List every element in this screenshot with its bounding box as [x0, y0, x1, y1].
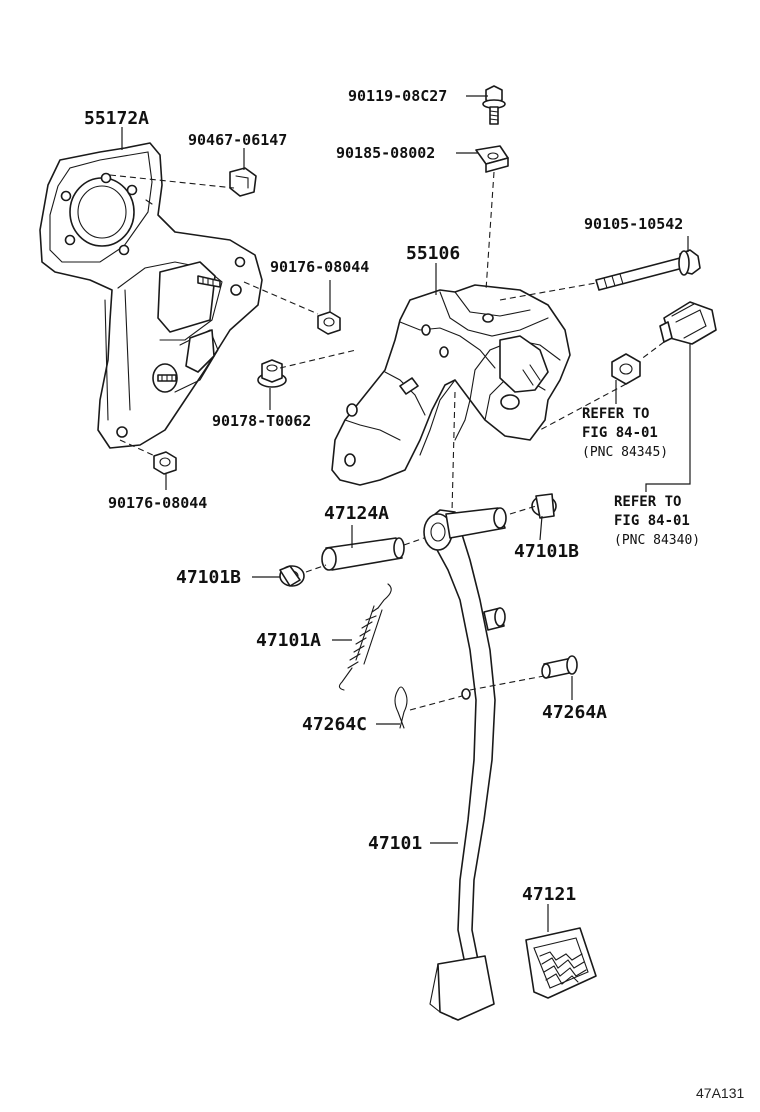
pin-47264A: [541, 655, 578, 679]
label-90105-10542: 90105-10542: [584, 215, 683, 233]
label-47101B-left: 47101B: [176, 567, 241, 588]
part-labels: 55172A 90467-06147 90176-08044 90178-T00…: [84, 87, 683, 905]
bolt-90105-10542: [595, 249, 701, 291]
pedal-support-55106: [331, 284, 571, 486]
label-90185-08002: 90185-08002: [336, 144, 435, 162]
flange-nut-90178-T0062: [257, 359, 287, 388]
label-47264C: 47264C: [302, 714, 367, 735]
clip-47264C: [394, 686, 408, 729]
label-90467-06147: 90467-06147: [188, 131, 287, 149]
clip-nut-90467-06147: [229, 167, 257, 197]
pedal-bracket-55172A: [39, 142, 263, 449]
bushing-47101B-right: [531, 493, 557, 519]
pedal-pad-47121: [525, 927, 597, 999]
label-90176-08044-upper: 90176-08044: [270, 258, 369, 276]
label-47101: 47101: [368, 833, 422, 854]
bushing-47101B-left: [279, 565, 305, 587]
switch-nut-washer: [611, 353, 641, 385]
ref1-line2: FIG 84-01: [582, 425, 658, 441]
label-55172A: 55172A: [84, 108, 149, 129]
label-90119-08C27: 90119-08C27: [348, 87, 447, 105]
nut-90176-08044-upper: [317, 311, 341, 335]
label-47121: 47121: [522, 884, 576, 905]
reference-notes: REFER TO FIG 84-01 (PNC 84345) REFER TO …: [582, 406, 700, 548]
brake-pedal-arm-47101: [423, 507, 507, 1021]
stop-lamp-switch: [659, 301, 717, 345]
pedal-pin-47124A: [321, 537, 405, 571]
nut-90176-08044-lower: [153, 451, 177, 475]
ref2-line1: REFER TO: [614, 494, 681, 510]
bolt-90119-08C27: [482, 85, 506, 125]
label-90176-08044-lower: 90176-08044: [108, 494, 207, 512]
label-90178-T0062: 90178-T0062: [212, 412, 311, 430]
return-spring-47101A: [338, 583, 392, 691]
ref1-line1: REFER TO: [582, 406, 649, 422]
label-55106: 55106: [406, 243, 460, 264]
label-47101B-right: 47101B: [514, 541, 579, 562]
label-47264A: 47264A: [542, 702, 607, 723]
figure-code: 47A131: [696, 1085, 744, 1101]
ref2-line2: FIG 84-01: [614, 513, 690, 529]
label-47101A: 47101A: [256, 630, 321, 651]
ref1-line3: (PNC 84345): [582, 445, 668, 460]
cage-nut-90185-08002: [475, 145, 509, 173]
label-47124A: 47124A: [324, 503, 389, 524]
ref2-line3: (PNC 84340): [614, 533, 700, 548]
